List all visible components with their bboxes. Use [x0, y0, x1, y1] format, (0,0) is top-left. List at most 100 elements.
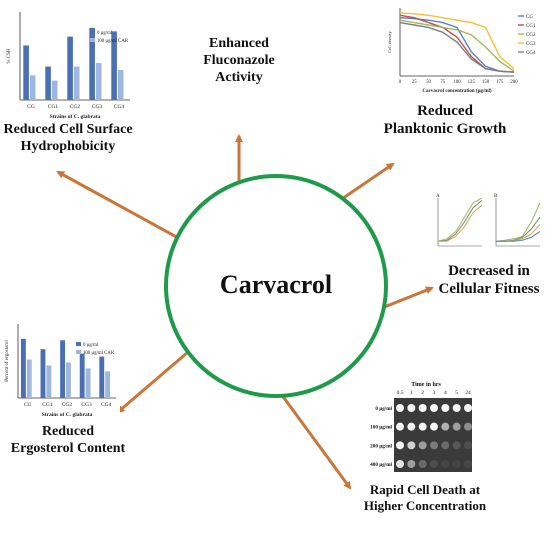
growth-curve — [437, 200, 483, 242]
bar — [105, 371, 111, 398]
time-label: 24 — [465, 390, 471, 396]
label-planktonic-line2: Planktonic Growth — [383, 121, 507, 137]
arrow-to-hydrophobicity — [56, 170, 183, 242]
bar — [45, 66, 51, 100]
colony-spot — [452, 422, 461, 431]
colony-spot — [396, 441, 404, 450]
time-label: 4 — [444, 390, 447, 396]
x-tick-label: CG — [24, 402, 32, 408]
legend-swatch — [76, 350, 81, 354]
label-hydrophobicity: Reduced Cell Surface Hydrophobicity — [0, 122, 136, 156]
label-death-line1: Rapid Cell Death at — [369, 482, 481, 497]
legend-label: CG4 — [526, 51, 536, 56]
x-tick-label: CG1 — [42, 402, 53, 408]
bar — [89, 27, 95, 101]
legend-label: CG2 — [526, 33, 536, 38]
series-line — [399, 12, 515, 70]
x-axis-label: Strains of C. glabrata — [50, 114, 101, 120]
legend-swatch — [76, 342, 81, 346]
y-axis-label: Cell density — [387, 30, 392, 52]
colony-spot — [418, 441, 427, 450]
x-tick-label: 25 — [412, 80, 417, 85]
legend-label: CG1 — [526, 24, 536, 29]
growth-curve — [495, 202, 541, 242]
colony-spot — [441, 404, 450, 412]
legend-swatch — [90, 30, 95, 34]
concentration-label: 100 µg/ml — [370, 425, 392, 431]
bar — [26, 359, 32, 398]
x-tick-label: CG3 — [92, 104, 103, 110]
label-hydrophobicity-line2: Hydrophobicity — [20, 138, 116, 154]
label-fluconazole: Enhanced Fluconazole Activity — [186, 36, 292, 86]
growth-curve — [438, 204, 483, 242]
colony-spot — [441, 422, 450, 431]
time-label: 2 — [421, 390, 424, 396]
growth-curve — [496, 231, 541, 242]
colony-spot — [464, 404, 472, 412]
legend-label: CG — [526, 15, 533, 20]
legend-label: 0 µg/ml — [97, 31, 113, 36]
label-ergosterol-line1: Reduced — [41, 424, 95, 439]
label-planktonic-line1: Reduced — [417, 103, 473, 119]
time-label: 1 — [410, 390, 413, 396]
bar — [79, 353, 85, 398]
label-planktonic: Reduced Planktonic Growth — [370, 102, 520, 138]
label-fitness-line2: Cellular Fitness — [438, 281, 540, 297]
bar — [51, 80, 58, 100]
label-fluconazole-line2: Fluconazole — [203, 52, 275, 68]
bar — [60, 340, 66, 398]
colony-spot — [407, 441, 416, 450]
colony-spot — [452, 441, 461, 450]
x-axis-label: Carvacrol concentration (µg/ml) — [422, 89, 491, 94]
label-fitness-line1: Decreased in — [448, 263, 530, 279]
legend-label: 100 µg/ml CAR — [83, 351, 115, 356]
x-tick-label: CG4 — [101, 402, 112, 408]
x-tick-label: 125 — [468, 80, 476, 85]
arrow-to-ergosterol — [116, 350, 189, 414]
bar — [23, 45, 29, 100]
colony-spot — [430, 422, 438, 431]
label-fluconazole-line3: Activity — [215, 69, 263, 85]
colony-spot — [452, 404, 461, 412]
y-axis-label: Percent of ergosterol — [5, 340, 10, 382]
time-label: 5 — [455, 390, 458, 396]
colony-spot — [396, 422, 404, 431]
x-tick-label: CG2 — [70, 104, 81, 110]
colony-spot — [464, 422, 472, 431]
colony-spot — [396, 460, 404, 468]
label-death-line2: Higher Concentration — [363, 497, 487, 513]
x-tick-label: 150 — [482, 80, 490, 85]
concentration-label: 400 µg/ml — [370, 462, 392, 468]
x-tick-label: CG1 — [48, 104, 59, 110]
y-axis-label: % CSH — [7, 48, 12, 64]
plate-title: Time in hrs — [411, 382, 441, 388]
x-tick-label: 50 — [426, 80, 431, 85]
legend-label: 100 µg/ml CAR — [97, 39, 129, 44]
panel-letter: B — [494, 194, 498, 199]
colony-spot — [430, 441, 438, 450]
colony-spot — [441, 441, 450, 450]
series-line — [399, 19, 515, 72]
x-tick-label: 175 — [496, 80, 504, 85]
label-hydrophobicity-line1: Reduced Cell Surface — [3, 122, 133, 137]
concentration-label: 200 µg/ml — [370, 443, 392, 449]
colony-spot — [418, 422, 427, 431]
colony-spot — [430, 460, 438, 468]
bar — [46, 365, 52, 398]
x-tick-label: CG2 — [62, 402, 73, 408]
colony-spot — [441, 460, 450, 468]
x-tick-label: 75 — [440, 80, 445, 85]
legend-label: CG3 — [526, 42, 536, 47]
bar — [99, 356, 105, 398]
colony-spot — [464, 460, 472, 468]
colony-spot — [464, 441, 472, 450]
label-fluconazole-line1: Enhanced — [209, 36, 269, 51]
bar — [66, 362, 71, 398]
x-tick-label: 200 — [510, 80, 518, 85]
series-line — [399, 14, 515, 73]
